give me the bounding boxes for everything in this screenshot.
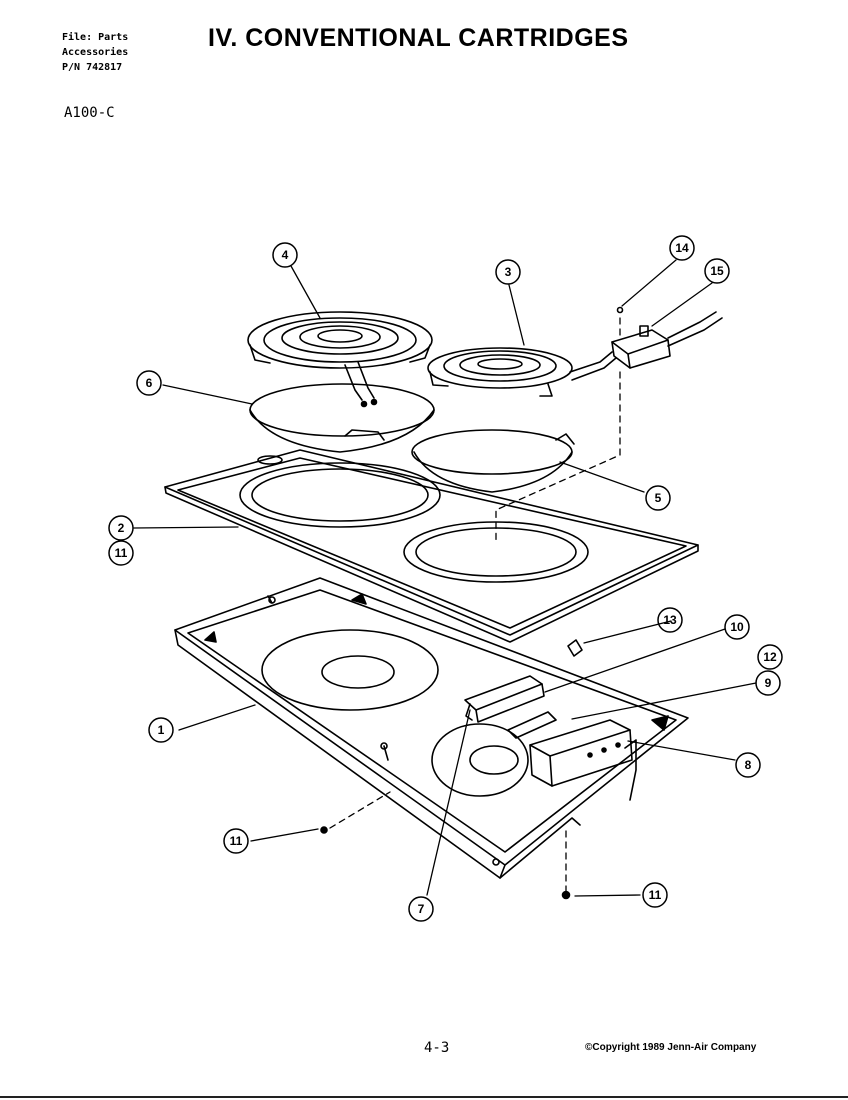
callout-9: 9: [765, 676, 772, 690]
callout-13: 13: [663, 613, 677, 627]
cartridge-pan: [174, 577, 689, 879]
callout-2: 2: [118, 521, 125, 535]
large-drip-pan: [249, 383, 435, 453]
callout-14: 14: [675, 241, 689, 255]
callout-5: 5: [655, 491, 662, 505]
callout-8: 8: [745, 758, 752, 772]
callout-15: 15: [710, 264, 724, 278]
terminal-bracket: [529, 719, 633, 787]
callout-4: 4: [282, 248, 289, 262]
copyright-notice: ©Copyright 1989 Jenn-Air Company: [585, 1042, 757, 1053]
callout-10: 10: [730, 620, 744, 634]
small-burner-element: [427, 347, 617, 397]
file-line-3: P/N 742817: [62, 62, 123, 73]
callout-12: 12: [763, 650, 777, 664]
model-number: A100-C: [64, 105, 115, 121]
terminal-block: [611, 311, 723, 369]
bottom-divider: [0, 1096, 848, 1098]
callout-labels: 4 3 14 15 6 5 2 11 13 10 12 9 1 8 11 7 1: [108, 235, 783, 922]
callout-6: 6: [146, 376, 153, 390]
small-drip-pan: [411, 429, 575, 493]
file-line-2: Accessories: [62, 47, 129, 58]
callout-1: 1: [158, 723, 165, 737]
alignment-lines: [329, 317, 621, 893]
file-line-1: File: Parts: [62, 32, 129, 43]
callout-3: 3: [505, 265, 512, 279]
callout-11-a: 11: [115, 546, 128, 560]
mounting-bracket: [464, 675, 557, 739]
leader-lines: [133, 259, 757, 897]
page-number: 4-3: [424, 1040, 450, 1056]
trim-frame: [164, 449, 699, 643]
page-title: IV. CONVENTIONAL CARTRIDGES: [208, 24, 629, 52]
callout-7: 7: [418, 902, 425, 916]
callout-11-b: 11: [230, 834, 243, 848]
callout-11-c: 11: [649, 888, 662, 902]
large-burner-element: [247, 311, 433, 408]
file-info: File: Parts Accessories P/N 742817: [62, 30, 128, 75]
